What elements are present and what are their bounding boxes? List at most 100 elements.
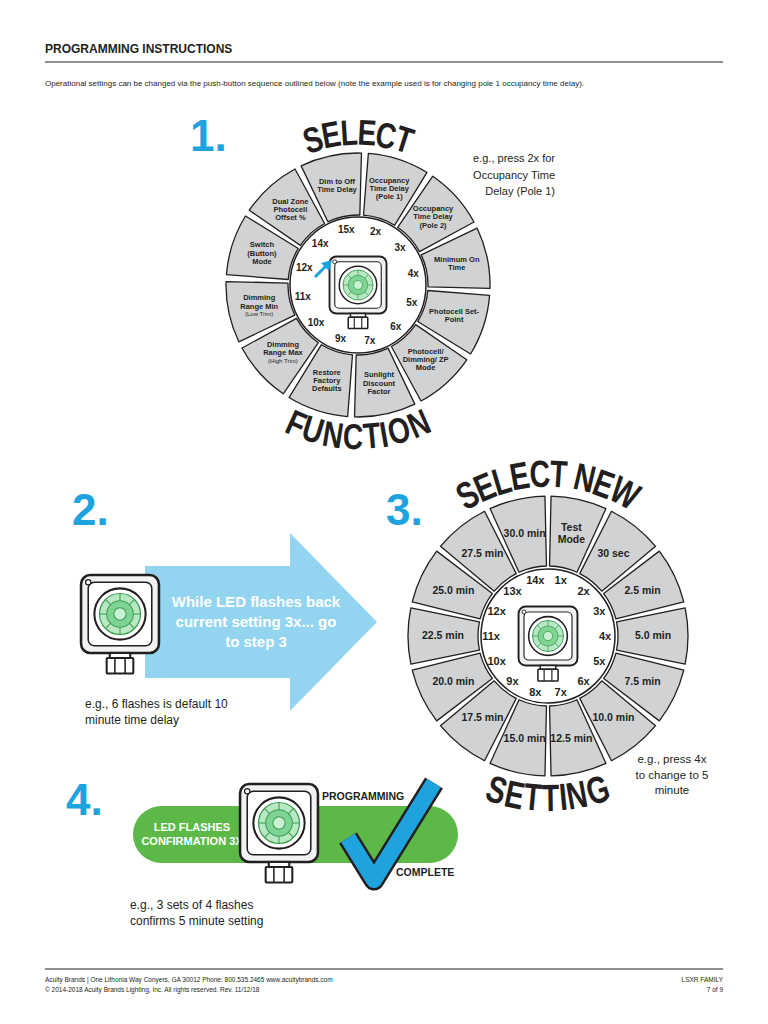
wedge-shape (226, 282, 295, 342)
wedge-text: 22.5 min (420, 630, 466, 642)
wedge-label: 2.5 min (620, 585, 666, 597)
art-use (330, 257, 387, 329)
wedge-label: 25.0 min (430, 585, 476, 597)
art-line (45, 969, 723, 970)
wedge-text: Test Mode (548, 522, 594, 545)
wedge-label: Dual Zone Photocell Offset % (265, 198, 315, 223)
confirmation-bar: LED FLASHES CONFIRMATION 3X (133, 806, 458, 863)
wedge-text: Minimum On Time (432, 256, 482, 273)
press-count: 4x (599, 630, 611, 642)
press-count: 15x (338, 224, 355, 235)
art-line (315, 266, 326, 277)
note-text: e.g., 6 flashes is default 10 minute tim… (85, 697, 260, 728)
wedge-shape (421, 228, 490, 288)
wedge-label: Occupancy Time Delay (Pole 1) (364, 177, 414, 202)
press-count: 1x (555, 574, 567, 586)
arrow-text: While LED flashes back current setting 3… (167, 592, 345, 653)
wedge-text: 2.5 min (620, 585, 666, 597)
step-number: 3. (386, 488, 423, 532)
wedge-label: (Low Trim) (234, 311, 284, 318)
wedge-text: 12.5 min (548, 733, 594, 745)
arc-letter: T (541, 779, 559, 817)
wedge-label: 20.0 min (430, 676, 476, 688)
wedge-label: 30.0 min (502, 528, 548, 540)
wedge-label: 27.5 min (460, 548, 506, 560)
press-count: 5x (593, 655, 605, 667)
wedge-label: 22.5 min (420, 630, 466, 642)
press-count: 6x (390, 321, 401, 332)
function-wedge: Dimming Range Min(Low Trim) (226, 281, 295, 342)
press-count: 10x (487, 655, 505, 667)
wedge-text: Dimming Range Min(Low Trim) (234, 294, 284, 317)
wedge-label: Dim to Off Time Delay (312, 178, 362, 195)
press-count: 12x (296, 262, 313, 273)
wedge-label: 17.5 min (460, 712, 506, 724)
wedge-text: 5.0 min (630, 630, 676, 642)
arc-letter: C (528, 455, 551, 494)
footer-text: Acuity Brands | One Lithonia Way Conyers… (45, 976, 605, 984)
art-circle (290, 217, 426, 353)
press-count: 7x (555, 686, 567, 698)
note-text: Operational settings can be changed via … (45, 79, 725, 89)
wedge-shape (355, 348, 415, 417)
wedge-text: 25.0 min (430, 585, 476, 597)
press-count: 14x (526, 574, 544, 586)
setting-wedge: 20.0 min (412, 653, 493, 721)
press-count: 11x (295, 291, 311, 302)
press-count: 9x (506, 675, 518, 687)
press-count: 3x (394, 242, 405, 253)
arc-letter: T (548, 455, 568, 494)
art-use (240, 784, 318, 882)
note-text: e.g., 3 sets of 4 flashes confirms 5 min… (130, 898, 300, 929)
page-title: PROGRAMMING INSTRUCTIONS (45, 42, 232, 56)
wedge-label: 7.5 min (620, 676, 666, 688)
note-text: e.g., press 4x to change to 5 minute (632, 752, 712, 799)
press-count: 6x (577, 675, 589, 687)
step-number: 4. (66, 778, 103, 822)
note-text: e.g., press 2x for Occupancy Time Delay … (455, 150, 555, 200)
note-text: PROGRAMMING (322, 790, 404, 803)
arrow-label: While LED flashes back current setting 3… (167, 592, 345, 653)
wedge-shape (412, 653, 492, 721)
art-line (45, 62, 723, 63)
footer-text: LSXR FAMILY (603, 976, 723, 984)
function-wedge: Sunlight Discount Factor (354, 348, 415, 417)
arc-letter: C (343, 419, 364, 456)
press-count: 12x (487, 605, 505, 617)
arc-letter: L (339, 115, 358, 152)
press-count: 8x (529, 686, 541, 698)
wedge-label: Switch (Button) Mode (237, 241, 287, 266)
wedge-text: Dimming Range Max(High Trim) (258, 341, 308, 364)
wedge-label: 5.0 min (630, 630, 676, 642)
wedge-text: Switch (Button) Mode (237, 241, 287, 266)
bar-label: LED FLASHES CONFIRMATION 3X (140, 821, 244, 847)
wedge-label: 15.0 min (502, 733, 548, 745)
wedge-label: Sunlight Discount Factor (354, 371, 404, 396)
press-count: 11x (482, 630, 500, 642)
wedge-text: 7.5 min (620, 676, 666, 688)
wedge-label: Test Mode (548, 522, 594, 545)
wedge-text: Photocell/ Dimming/ ZP Mode (401, 348, 451, 373)
press-count: 9x (335, 333, 346, 344)
press-count: 2x (577, 585, 589, 597)
wedge-text: Occupancy Time Delay (Pole 2) (408, 205, 458, 230)
art-circle (481, 569, 615, 703)
wedge-label: 10.0 min (590, 712, 636, 724)
wedge-label: Minimum On Time (432, 256, 482, 273)
wedge-text: Occupancy Time Delay (Pole 1) (364, 177, 414, 202)
press-count: 5x (406, 297, 417, 308)
wedge-label: Dimming Range Max (258, 341, 308, 358)
wedge-shape (604, 551, 684, 619)
function-wedge: Minimum On Time (421, 228, 490, 289)
wedge-text: 27.5 min (460, 548, 506, 560)
arc-heading: SETTING (478, 771, 617, 817)
arc-heading: SELECT NEW (449, 455, 644, 514)
arc-letter: T (523, 778, 544, 817)
press-count: 2x (370, 226, 381, 237)
wedge-shape (249, 169, 324, 245)
press-count: 4x (408, 268, 419, 279)
footer-text: 7 of 9 (603, 986, 723, 994)
press-count: 3x (593, 605, 605, 617)
press-count: 13x (503, 585, 521, 597)
